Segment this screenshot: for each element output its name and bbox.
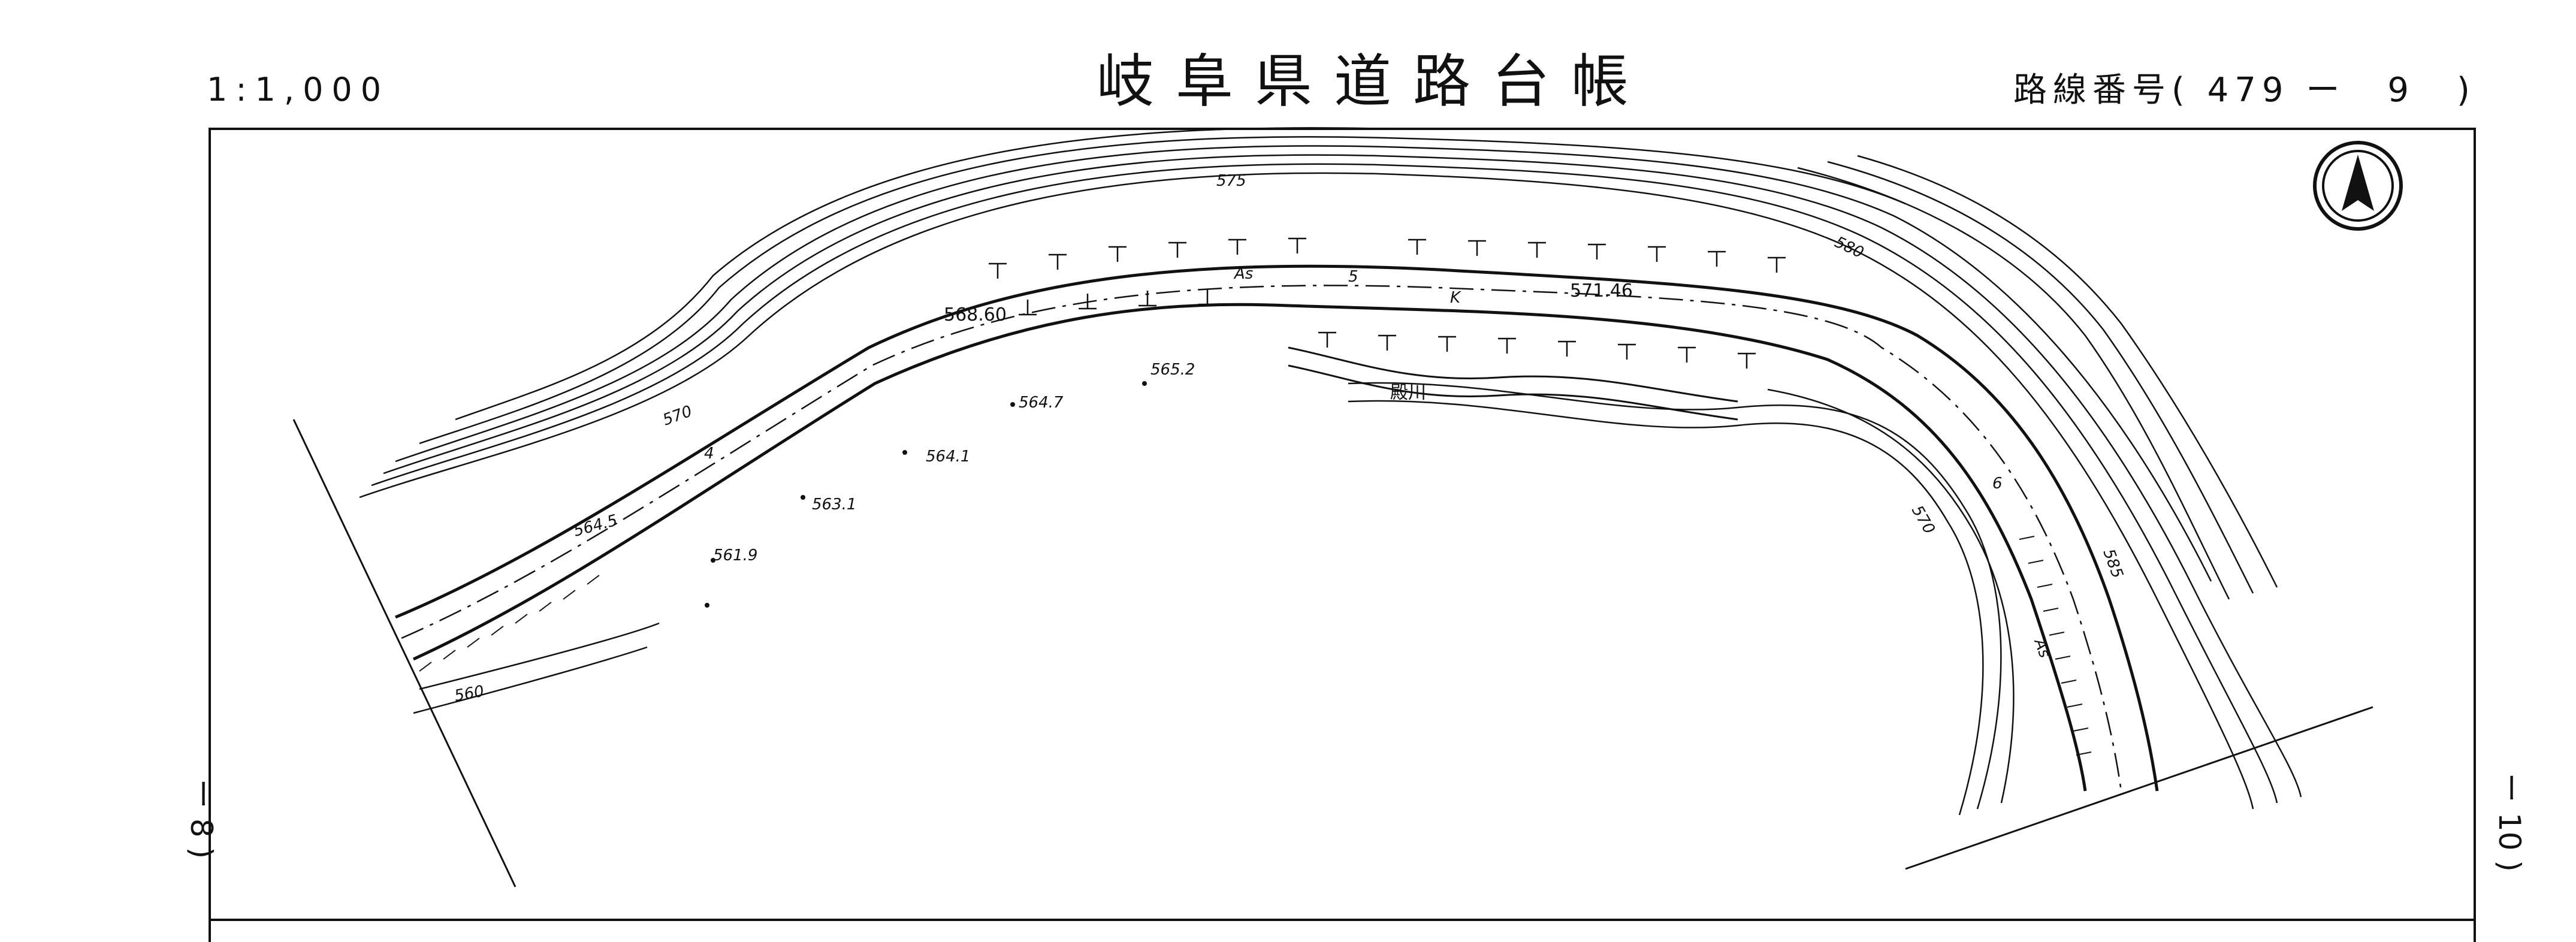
cut-line-left bbox=[292, 419, 517, 887]
road-elevation-1: 568.60 bbox=[944, 304, 1007, 325]
surface-label-as-1: As bbox=[1233, 265, 1253, 283]
contour-label-570-left: 570 bbox=[660, 402, 694, 429]
slope-symbols bbox=[989, 237, 1786, 369]
adjacent-sheet-left: ー 8 ) bbox=[184, 779, 219, 859]
spot-height-564-7: 564.7 bbox=[1019, 394, 1064, 412]
route-sheet: 9 bbox=[2387, 71, 2415, 110]
letter-k: K bbox=[1450, 289, 1461, 307]
station-6: 6 bbox=[1992, 475, 2003, 493]
river-line bbox=[1288, 346, 1738, 403]
route-number: 路線番号( 479 ー 9) bbox=[2013, 63, 2476, 111]
river-name: 殿川 bbox=[1390, 382, 1426, 403]
spot-height-563-1: 563.1 bbox=[812, 496, 856, 514]
road-edges bbox=[395, 264, 2159, 792]
route-dash: ー bbox=[2306, 71, 2346, 110]
contour-label-585: 585 bbox=[2099, 547, 2126, 581]
guardrail-ticks bbox=[419, 536, 2092, 756]
north-arrow-icon bbox=[2313, 141, 2403, 231]
route-label: 路線番号 bbox=[2013, 71, 2172, 110]
route-number-value: 479 bbox=[2207, 71, 2290, 110]
spot-height-564-1: 564.1 bbox=[926, 448, 970, 466]
contour-lines-upper bbox=[359, 127, 2302, 810]
page-title: 岐阜県道路台帳 bbox=[1097, 48, 1650, 115]
spot-height-561-9: 561.9 bbox=[713, 547, 757, 564]
river-line-2 bbox=[1288, 364, 1738, 421]
contour-label-570-right: 570 bbox=[1908, 503, 1938, 538]
adjacent-sheet-right: ー 10 ) bbox=[2492, 773, 2527, 872]
contour-label-580: 580 bbox=[1832, 233, 1867, 262]
road-centerline bbox=[401, 285, 2122, 792]
spot-height-marks bbox=[705, 381, 1147, 608]
route-open: ( bbox=[2172, 71, 2191, 110]
map-frame bbox=[209, 128, 2476, 942]
contour-lines-lower bbox=[413, 382, 2015, 816]
spot-height-565-2: 565.2 bbox=[1150, 361, 1195, 379]
scale-label: 1:1,000 bbox=[207, 71, 390, 108]
contour-label-560: 560 bbox=[453, 683, 485, 705]
station-4: 4 bbox=[704, 445, 714, 463]
contour-label-575: 575 bbox=[1216, 172, 1246, 190]
route-close: ) bbox=[2457, 71, 2476, 110]
cut-line-right bbox=[1905, 706, 2373, 870]
station-5: 5 bbox=[1348, 268, 1358, 286]
road-elevation-2: 571.46 bbox=[1570, 280, 1633, 301]
